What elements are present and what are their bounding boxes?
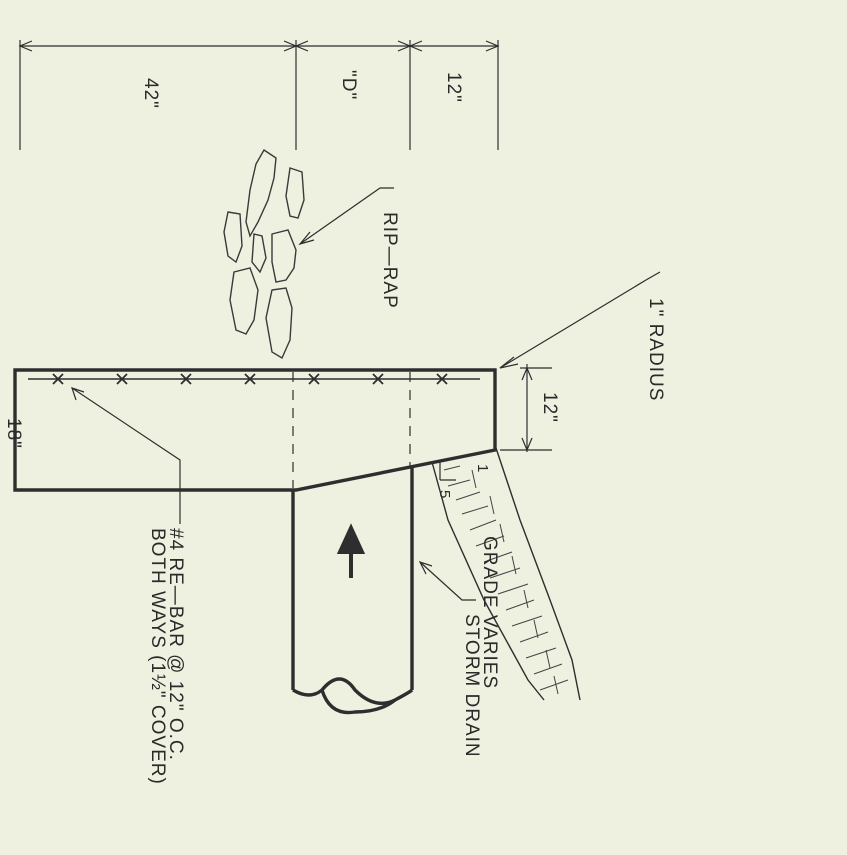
slope-rise-label: 1: [474, 464, 491, 473]
arrowhead: [18, 40, 33, 52]
arrowhead: [298, 231, 315, 246]
dimension-12-label: 12": [443, 72, 464, 103]
rebar-mark: [372, 373, 384, 385]
hatch: [443, 465, 497, 531]
rip-rap-callout: RIP—RAP: [298, 187, 400, 309]
rebar-label-line2: BOTH WAYS (1½" COVER): [147, 528, 168, 785]
rebar-marks: [52, 373, 448, 385]
radius-label: 1" RADIUS: [645, 298, 666, 401]
rock: [271, 229, 297, 283]
rock: [223, 211, 243, 264]
rock: [285, 167, 305, 219]
arrowhead: [499, 356, 519, 369]
rip-rap-leader: [299, 187, 394, 245]
headwall: [13, 368, 497, 492]
rip-rap-rocks: [223, 149, 305, 360]
hatch: [511, 615, 569, 691]
dimension-42-label: 42": [140, 78, 161, 109]
headwall-outline: [13, 368, 497, 492]
rebar-mark: [116, 373, 128, 385]
dimension-d-label: "D": [338, 70, 359, 100]
arrowhead: [408, 40, 423, 52]
rebar-mark: [436, 373, 448, 385]
cut-off-dimension-label: 18": [3, 418, 24, 449]
slope-run-label: 5: [436, 490, 453, 499]
radius-leader: [499, 271, 661, 369]
soil-hatching: [443, 465, 569, 695]
pipe-break-symbol: [320, 689, 397, 715]
rebar-mark: [52, 373, 64, 385]
hatch: [475, 535, 535, 611]
rock: [251, 233, 267, 274]
rebar-mark: [308, 373, 320, 385]
top-dimension-group: 42" "D" 12": [18, 40, 500, 150]
rip-rap-label: RIP—RAP: [379, 212, 400, 309]
storm-drain-callout: STORM DRAIN: [418, 560, 482, 758]
rebar-label-line1: #4 RE—BAR @ 12" O.C.: [165, 528, 186, 761]
grade-line-inner: [431, 461, 545, 701]
wall-thickness-dimension: 12": [500, 364, 560, 452]
hatch: [471, 469, 529, 609]
rock: [265, 287, 293, 360]
arrowhead: [418, 560, 433, 575]
radius-callout: 1" RADIUS: [499, 271, 666, 401]
rock: [245, 149, 277, 238]
arrowhead: [294, 40, 309, 52]
storm-drain-leader: [419, 561, 476, 601]
arrowhead: [71, 387, 85, 401]
wall-thickness-label: 12": [539, 392, 560, 423]
slope-triangle: [439, 462, 456, 481]
rebar-callout: #4 RE—BAR @ 12" O.C. BOTH WAYS (1½" COVE…: [71, 387, 186, 785]
hatch: [533, 619, 559, 695]
flow-arrow-icon: [336, 523, 366, 578]
rebar-leader: [71, 387, 181, 524]
pipe-break-symbol: [292, 677, 414, 705]
arrowhead: [521, 366, 533, 381]
rebar-mark: [180, 373, 192, 385]
arrowhead: [521, 437, 533, 452]
arrowhead: [485, 40, 500, 52]
grade-line-outer: [495, 447, 581, 701]
rebar-mark: [244, 373, 256, 385]
storm-drain-label: STORM DRAIN: [461, 614, 482, 758]
grade-slope: 1 5 GRADE VARIES: [431, 447, 581, 701]
grade-varies-label: GRADE VARIES: [479, 536, 500, 689]
rock: [229, 267, 259, 335]
storm-drain-pipe: [291, 468, 414, 715]
